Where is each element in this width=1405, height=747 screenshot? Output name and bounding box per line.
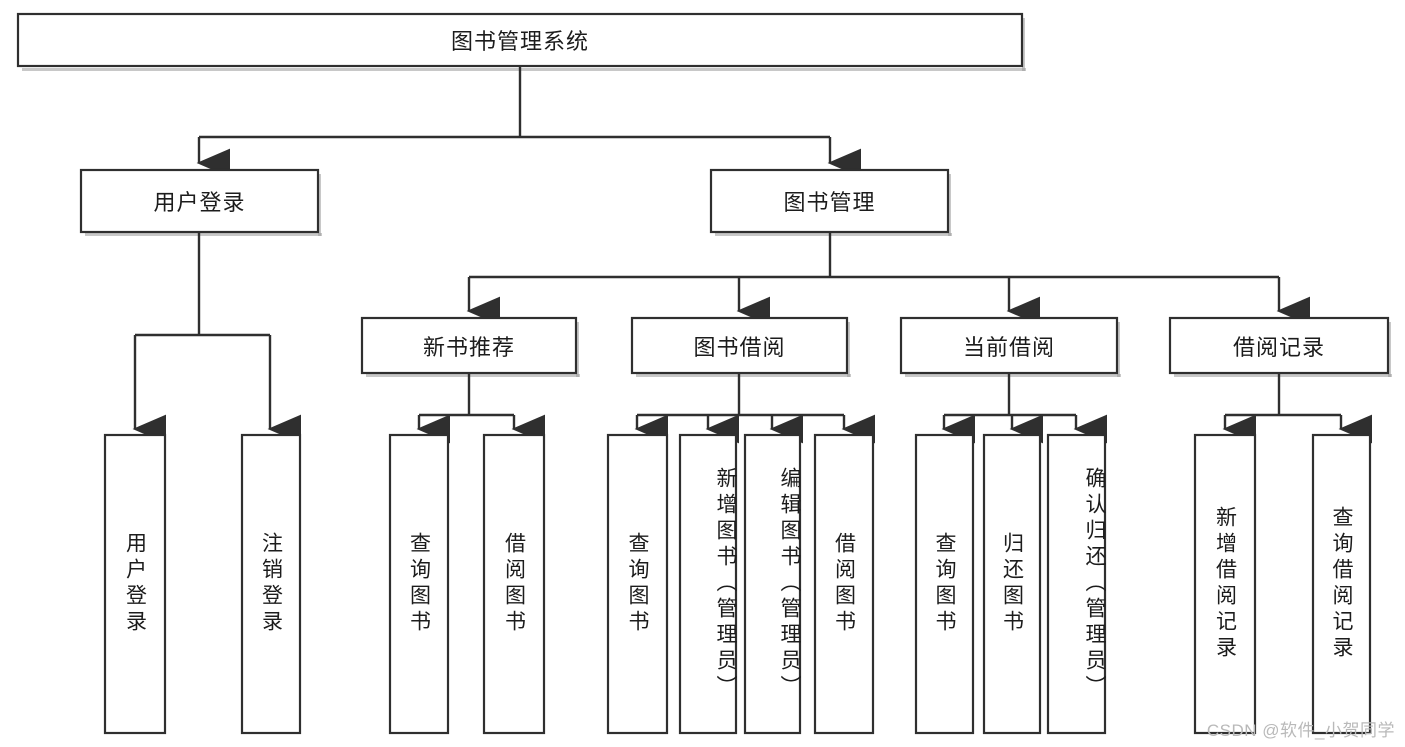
node-box-current-borrow[interactable] — [899, 316, 1119, 375]
node-box-new-book-recommend[interactable] — [360, 316, 578, 375]
leaf-box-9[interactable] — [982, 433, 1042, 735]
leaf-label-4: 查询图书 — [626, 532, 649, 636]
leaf-label-0: 用户登录 — [123, 532, 147, 636]
leaf-box-8[interactable] — [914, 433, 975, 735]
leaf-label-3: 借阅图书 — [502, 532, 526, 636]
leaf-label-6: 编辑图书（管理员） — [778, 467, 801, 701]
node-label-book-management: 图书管理 — [783, 190, 876, 215]
leaf-label-12: 查询借阅记录 — [1330, 506, 1353, 662]
node-box-book-borrow[interactable] — [630, 316, 849, 375]
leaf-label-2: 查询图书 — [407, 532, 431, 636]
leaf-label-5: 新增图书（管理员） — [714, 467, 737, 701]
node-box-root[interactable] — [16, 12, 1024, 68]
node-label-book-borrow: 图书借阅 — [693, 334, 786, 360]
node-box-user-login[interactable] — [79, 168, 320, 234]
leaf-label-1: 注销登录 — [259, 532, 283, 636]
leaf-label-8: 查询图书 — [933, 532, 956, 636]
leaf-label-10: 确认归还（管理员） — [1083, 467, 1106, 701]
leaf-box-12[interactable] — [1311, 433, 1372, 735]
node-label-current-borrow: 当前借阅 — [962, 334, 1055, 360]
node-box-book-management[interactable] — [709, 168, 950, 234]
leaf-box-4[interactable] — [606, 433, 669, 735]
node-label-borrow-records: 借阅记录 — [1232, 334, 1325, 360]
leaf-label-7: 借阅图书 — [832, 532, 856, 636]
node-label-new-book-recommend: 新书推荐 — [422, 334, 515, 360]
node-box-borrow-records[interactable] — [1168, 316, 1390, 375]
leaf-box-10[interactable] — [1046, 433, 1107, 735]
leaf-label-9: 归还图书 — [1000, 532, 1024, 636]
connector-group — [132, 66, 1373, 444]
leaf-box-11[interactable] — [1193, 433, 1257, 735]
node-label-root: 图书管理系统 — [450, 29, 589, 54]
leaf-box-3[interactable] — [482, 433, 546, 735]
leaf-box-1[interactable] — [240, 433, 302, 735]
node-box-group — [16, 12, 1390, 735]
leaf-box-0[interactable] — [103, 433, 167, 735]
leaf-label-11: 新增借阅记录 — [1213, 506, 1237, 662]
leaf-box-5[interactable] — [678, 433, 738, 735]
node-label-user-login: 用户登录 — [153, 190, 246, 215]
leaf-box-2[interactable] — [388, 433, 450, 735]
leaf-box-6[interactable] — [743, 433, 802, 735]
csdn-watermark: CSDN @软件_小贺同学 — [1206, 721, 1395, 740]
leaf-box-7[interactable] — [813, 433, 875, 735]
box-shadow-group — [22, 18, 1392, 377]
